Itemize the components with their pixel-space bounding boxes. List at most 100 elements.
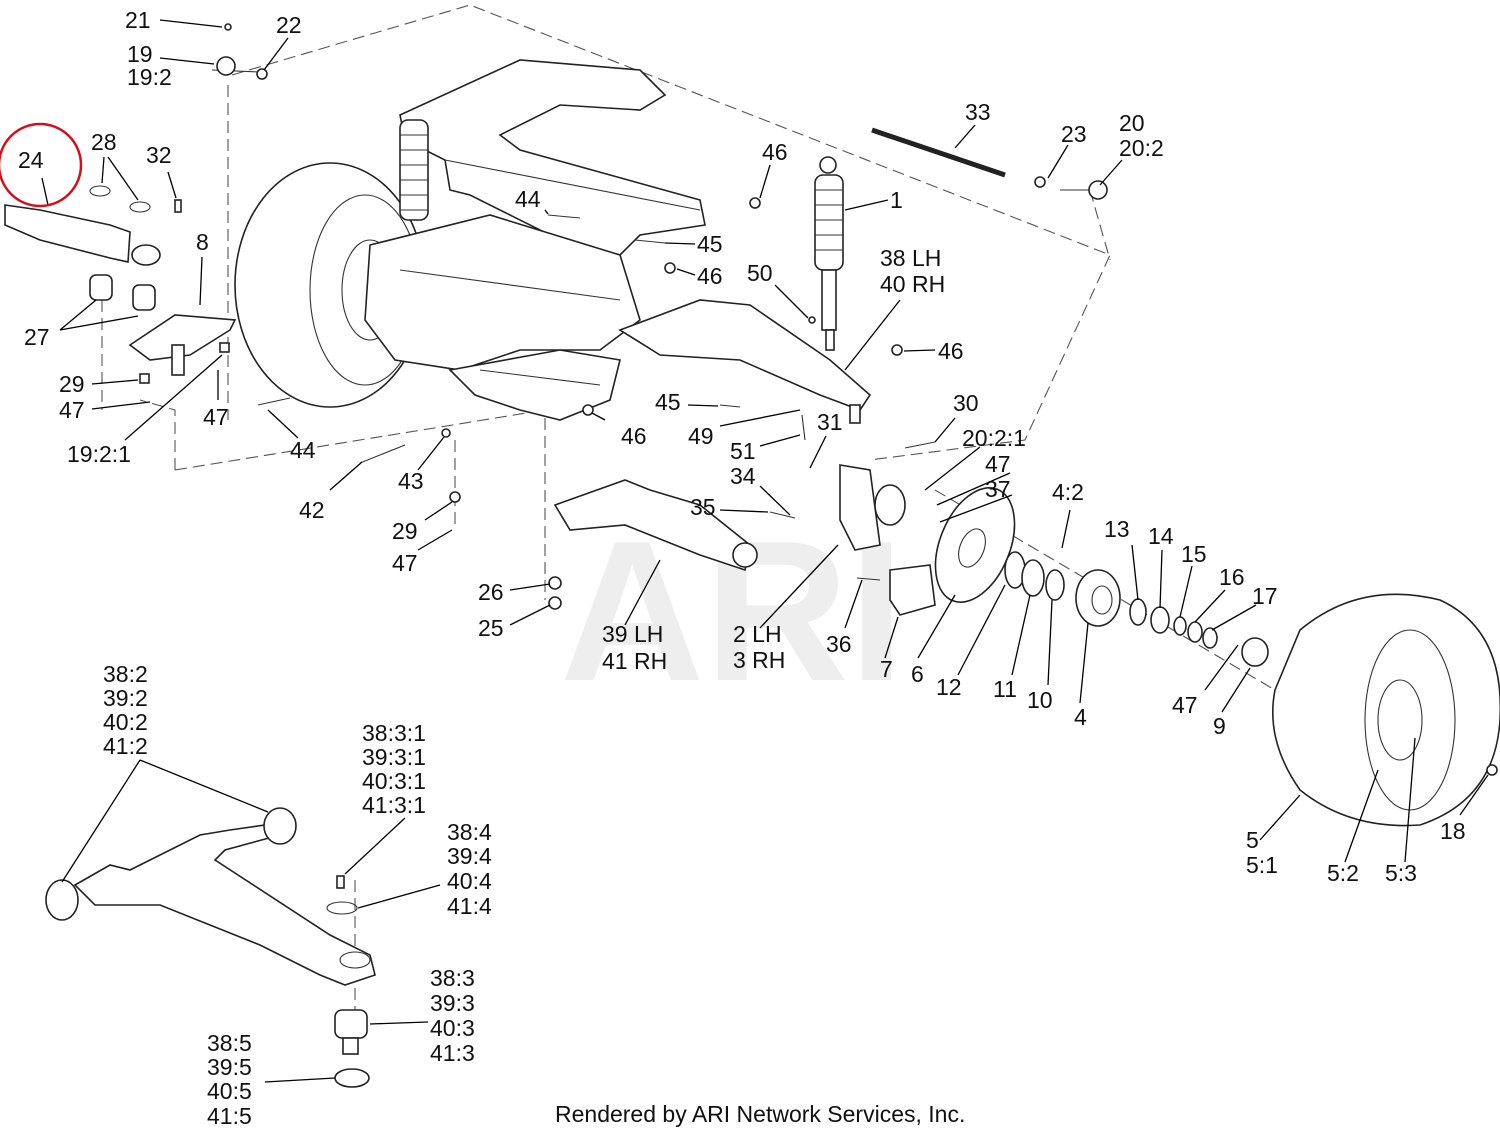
callout-40-rh: 40 RH — [880, 271, 945, 297]
callout-4-2: 4:2 — [1052, 479, 1084, 505]
callout-32: 32 — [146, 142, 172, 168]
upper-a-arm — [553, 479, 758, 572]
callout-14: 14 — [1148, 523, 1174, 549]
leader-lines — [41, 19, 1489, 1083]
steering-cylinder — [4, 185, 182, 266]
callout-labels: 21 22 19 19:2 24 28 32 8 27 29 47 19:2:1… — [18, 7, 1466, 1129]
render-credit: Rendered by ARI Network Services, Inc. — [555, 1101, 965, 1127]
callout-46-c: 46 — [938, 338, 964, 364]
callout-2-lh: 2 LH — [733, 621, 782, 647]
callout-39-lh: 39 LH — [602, 621, 663, 647]
callout-27: 27 — [24, 324, 50, 350]
callout-39-3-1: 39:3:1 — [362, 744, 426, 770]
callout-39-3: 39:3 — [430, 990, 475, 1016]
callout-24: 24 — [18, 147, 44, 173]
callout-20-2: 20:2 — [1119, 135, 1164, 161]
callout-38-4: 38:4 — [447, 819, 492, 845]
callout-15: 15 — [1181, 541, 1207, 567]
callout-46-b: 46 — [697, 263, 723, 289]
right-shock-absorber — [814, 156, 844, 351]
callout-38-2: 38:2 — [103, 661, 148, 687]
callout-44-b: 44 — [515, 186, 541, 212]
callout-28: 28 — [91, 129, 117, 155]
callout-20: 20 — [1119, 110, 1145, 136]
a-arm-detail-inset — [45, 807, 376, 1088]
callout-40-3-1: 40:3:1 — [362, 768, 426, 794]
callout-49: 49 — [688, 423, 714, 449]
callout-12: 12 — [936, 674, 962, 700]
callout-47-b: 47 — [203, 404, 229, 430]
callout-41-3-1: 41:3:1 — [362, 792, 426, 818]
callout-41-5: 41:5 — [207, 1103, 252, 1129]
callout-43: 43 — [398, 468, 424, 494]
callout-33: 33 — [965, 99, 991, 125]
main-frame — [364, 59, 872, 421]
brake-caliper — [889, 564, 936, 616]
callout-31: 31 — [817, 409, 843, 435]
steering-bracket — [89, 274, 237, 384]
callout-42: 42 — [299, 497, 325, 523]
callout-50: 50 — [747, 260, 773, 286]
callout-40-5: 40:5 — [207, 1078, 252, 1104]
callout-17: 17 — [1252, 583, 1278, 609]
callout-35: 35 — [690, 494, 716, 520]
callout-46-a: 46 — [762, 139, 788, 165]
callout-40-2: 40:2 — [103, 709, 148, 735]
fasteners — [257, 197, 936, 610]
callout-47-a: 47 — [59, 397, 85, 423]
callout-19: 19 — [127, 41, 153, 67]
callout-7: 7 — [880, 656, 893, 682]
callout-5-3: 5:3 — [1385, 860, 1417, 886]
callout-34: 34 — [730, 463, 756, 489]
callout-1: 1 — [890, 187, 903, 213]
callout-16: 16 — [1219, 564, 1245, 590]
callout-38-3: 38:3 — [430, 965, 475, 991]
callout-29-b: 29 — [392, 518, 418, 544]
brake-rotor — [934, 487, 1016, 603]
callout-5-2: 5:2 — [1327, 860, 1359, 886]
callout-41-2: 41:2 — [103, 733, 148, 759]
callout-30: 30 — [953, 390, 979, 416]
callout-10: 10 — [1027, 687, 1053, 713]
callout-8: 8 — [196, 229, 209, 255]
callout-5: 5 — [1246, 827, 1259, 853]
callout-45-a: 45 — [697, 231, 723, 257]
callout-39-5: 39:5 — [207, 1054, 252, 1080]
callout-38-3-1: 38:3:1 — [362, 720, 426, 746]
callout-26: 26 — [478, 579, 504, 605]
callout-29-a: 29 — [59, 371, 85, 397]
callout-6: 6 — [911, 661, 924, 687]
callout-40-3: 40:3 — [430, 1015, 475, 1041]
callout-9: 9 — [1213, 713, 1226, 739]
callout-25: 25 — [478, 615, 504, 641]
callout-19-2-1: 19:2:1 — [67, 441, 131, 467]
callout-38-lh: 38 LH — [880, 245, 941, 271]
callout-51: 51 — [730, 438, 756, 464]
callout-44-a: 44 — [290, 437, 316, 463]
callout-46-d: 46 — [621, 423, 647, 449]
callout-41-rh: 41 RH — [602, 648, 667, 674]
callout-36: 36 — [826, 631, 852, 657]
callout-18: 18 — [1440, 818, 1466, 844]
spindle — [839, 404, 906, 551]
callout-4: 4 — [1074, 704, 1087, 730]
callout-41-3: 41:3 — [430, 1040, 475, 1066]
callout-5-1: 5:1 — [1246, 852, 1278, 878]
tie-rod-assembly — [211, 23, 1108, 200]
callout-21: 21 — [125, 7, 151, 33]
right-tire — [1272, 593, 1500, 827]
callout-3-rh: 3 RH — [733, 647, 785, 673]
callout-11: 11 — [993, 676, 1017, 702]
callout-41-4: 41:4 — [447, 893, 492, 919]
callout-37: 37 — [985, 476, 1011, 502]
callout-39-4: 39:4 — [447, 843, 492, 869]
callout-22: 22 — [276, 12, 302, 38]
callout-23: 23 — [1061, 121, 1087, 147]
callout-47-d: 47 — [392, 550, 418, 576]
callout-13: 13 — [1104, 516, 1130, 542]
callout-19-2: 19:2 — [127, 64, 172, 90]
wheel-hub-stack — [1004, 551, 1269, 667]
callout-47-c: 47 — [985, 451, 1011, 477]
left-shock-absorber — [399, 119, 429, 221]
